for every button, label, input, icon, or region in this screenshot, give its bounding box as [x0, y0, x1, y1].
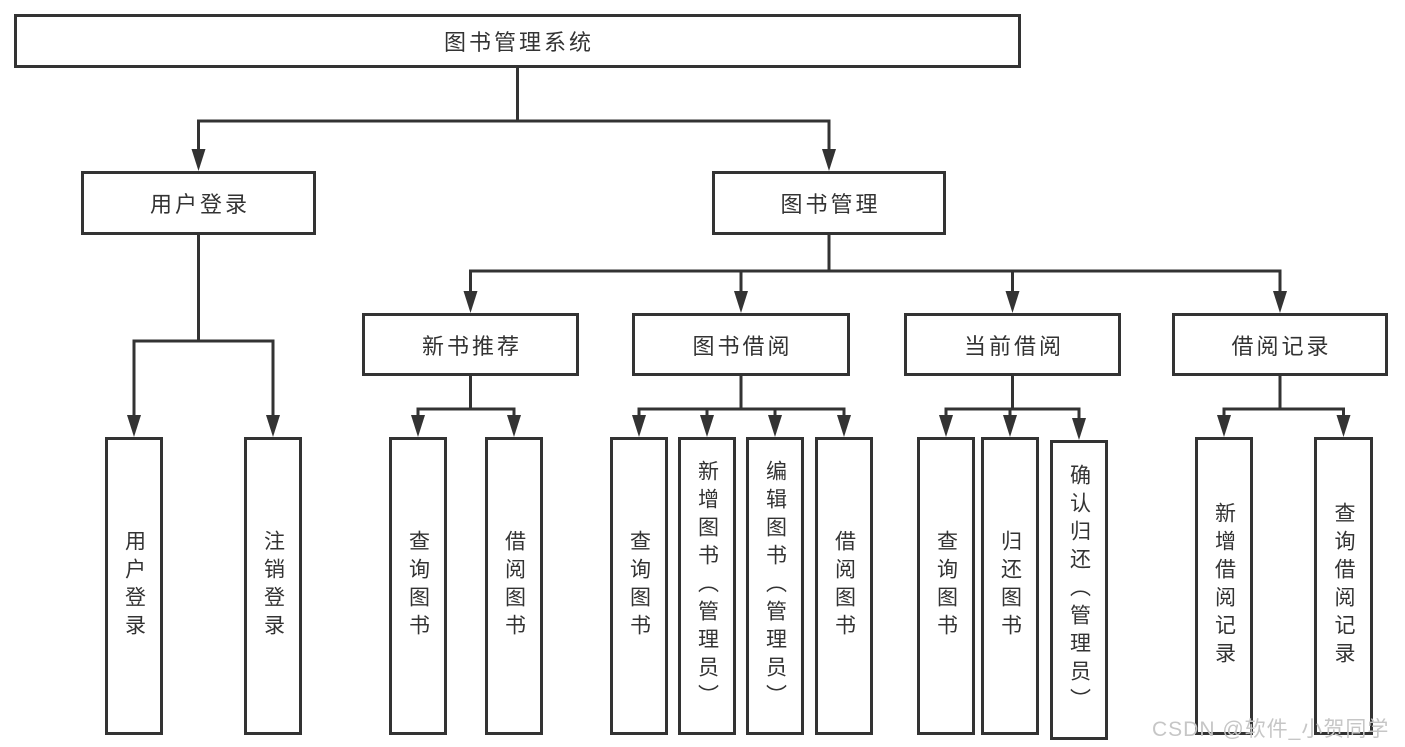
- arrowhead-icon: [768, 415, 782, 437]
- connector-root: [197, 68, 831, 153]
- node-label: 查询图书: [934, 530, 958, 642]
- arrowhead-icon: [632, 415, 646, 437]
- node-label: 新增借阅记录: [1212, 502, 1236, 670]
- node-label: 新增图书（管理员）: [695, 460, 719, 712]
- node-leaf-borrow-book-borrow: 借阅图书: [815, 437, 873, 735]
- node-root: 图书管理系统: [14, 14, 1021, 68]
- connector-new-book-rec: [416, 376, 516, 419]
- node-new-book-rec: 新书推荐: [362, 313, 579, 376]
- node-leaf-logout: 注销登录: [244, 437, 302, 735]
- node-label: 查询图书: [627, 530, 651, 642]
- node-leaf-query-book-borrow: 查询图书: [610, 437, 668, 735]
- node-label: 查询借阅记录: [1332, 502, 1355, 670]
- connector-book-borrow: [637, 376, 846, 419]
- node-user-login: 用户登录: [81, 171, 316, 235]
- node-label: 借阅图书: [832, 530, 856, 642]
- arrowhead-icon: [266, 415, 280, 437]
- node-label: 用户登录: [122, 530, 146, 642]
- arrowhead-icon: [463, 291, 478, 313]
- node-current-borrow: 当前借阅: [904, 313, 1121, 376]
- node-label: 注销登录: [261, 530, 285, 642]
- node-leaf-return-book: 归还图书: [981, 437, 1039, 735]
- arrowhead-icon: [700, 415, 714, 437]
- arrowhead-icon: [1336, 415, 1351, 437]
- arrowhead-icon: [191, 149, 206, 171]
- node-label: 归还图书: [998, 530, 1022, 642]
- node-leaf-query-book-current: 查询图书: [917, 437, 975, 735]
- node-label: 编辑图书（管理员）: [763, 460, 787, 712]
- arrowhead-icon: [1072, 418, 1086, 440]
- node-leaf-query-record: 查询借阅记录: [1314, 437, 1373, 735]
- connector-borrow-record: [1222, 376, 1345, 419]
- connector-book-mgmt: [469, 235, 1282, 295]
- node-leaf-user-login: 用户登录: [105, 437, 163, 735]
- arrowhead-icon: [837, 415, 851, 437]
- arrowhead-icon: [1273, 291, 1287, 313]
- arrowhead-icon: [411, 415, 425, 437]
- node-leaf-query-book-new: 查询图书: [389, 437, 447, 735]
- arrowhead-icon: [127, 415, 141, 437]
- arrowhead-icon: [734, 291, 748, 313]
- arrowhead-icon: [1003, 415, 1017, 437]
- node-leaf-borrow-book-new: 借阅图书: [485, 437, 543, 735]
- arrowhead-icon: [1217, 415, 1231, 437]
- node-label: 查询图书: [406, 530, 430, 642]
- connector-current-borrow: [944, 376, 1081, 422]
- arrowhead-icon: [822, 149, 836, 171]
- node-leaf-edit-book: 编辑图书（管理员）: [746, 437, 804, 735]
- arrowhead-icon: [507, 415, 521, 437]
- node-borrow-record: 借阅记录: [1172, 313, 1388, 376]
- node-book-mgmt: 图书管理: [712, 171, 946, 235]
- arrowhead-icon: [939, 415, 953, 437]
- node-label: 借阅图书: [502, 530, 526, 642]
- node-leaf-add-book: 新增图书（管理员）: [678, 437, 736, 735]
- node-label: 确认归还（管理员）: [1067, 464, 1091, 716]
- arrowhead-icon: [1005, 291, 1020, 313]
- node-leaf-add-record: 新增借阅记录: [1195, 437, 1253, 735]
- node-book-borrow: 图书借阅: [632, 313, 850, 376]
- connector-user-login: [132, 235, 275, 419]
- watermark: CSDN @软件_小贺同学: [1152, 718, 1390, 741]
- node-leaf-confirm-return: 确认归还（管理员）: [1050, 440, 1108, 740]
